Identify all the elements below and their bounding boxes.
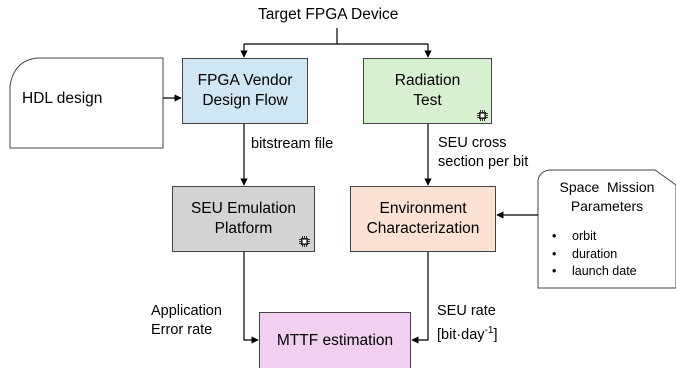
emulation-line2: Platform	[214, 220, 273, 237]
environment-line1: Environment	[379, 200, 467, 217]
environment-line2: Characterization	[366, 220, 480, 237]
arrow-environment-to-mttf	[411, 252, 429, 344]
hdl-design-label: HDL design	[22, 90, 103, 107]
seu-rate-unit-suffix: ]	[493, 326, 498, 343]
arrow-emulation-to-mttf	[243, 252, 259, 344]
seu-rate-line2: [bit·day-1]	[437, 321, 498, 345]
mission-parameter-list: orbit duration launch date	[552, 228, 637, 281]
seu-cross-line2: section per bit	[438, 154, 529, 170]
chip-icon	[477, 110, 488, 121]
environment-box: Environment Characterization	[350, 186, 496, 252]
mission-parameters: Space Mission Parameters orbit duration …	[538, 170, 676, 288]
emulation-platform-box: SEU Emulation Platform	[172, 186, 315, 252]
vendor-flow-line2: Design Flow	[202, 92, 288, 109]
bitstream-file-label: bitstream file	[251, 136, 334, 152]
radiation-test-line2: Test	[413, 92, 442, 109]
app-error-line2: Error rate	[151, 322, 213, 338]
seu-cross-line1: SEU cross	[438, 135, 507, 151]
mission-item-duration: duration	[552, 246, 637, 264]
mission-item-orbit: orbit	[552, 228, 637, 246]
mttf-label: MTTF estimation	[276, 331, 394, 349]
hdl-design-shape	[9, 57, 164, 149]
mission-item-launch-date: launch date	[552, 263, 637, 281]
seu-rate-label: SEU rate [bit·day-1]	[437, 302, 498, 345]
application-error-rate-label: Application Error rate	[151, 302, 222, 340]
emulation-line1: SEU Emulation	[190, 200, 297, 217]
chip-icon	[299, 236, 310, 247]
vendor-flow-line1: FPGA Vendor	[197, 72, 293, 89]
app-error-line1: Application	[151, 303, 222, 319]
vendor-flow-box: FPGA Vendor Design Flow	[182, 58, 308, 124]
mission-title-line2: Parameters	[570, 198, 644, 214]
seu-cross-section-label: SEU cross section per bit	[438, 134, 528, 172]
radiation-test-box: Radiation Test	[363, 58, 492, 124]
target-device-label: Target FPGA Device	[258, 6, 399, 23]
mttf-box: MTTF estimation	[259, 312, 411, 368]
radiation-test-line1: Radiation	[394, 72, 461, 89]
seu-rate-line1: SEU rate	[437, 303, 496, 319]
mission-title-line1: Space Mission	[559, 179, 655, 195]
seu-rate-unit-exponent: -1	[484, 325, 494, 336]
seu-rate-unit-prefix: [bit·day	[437, 326, 485, 343]
